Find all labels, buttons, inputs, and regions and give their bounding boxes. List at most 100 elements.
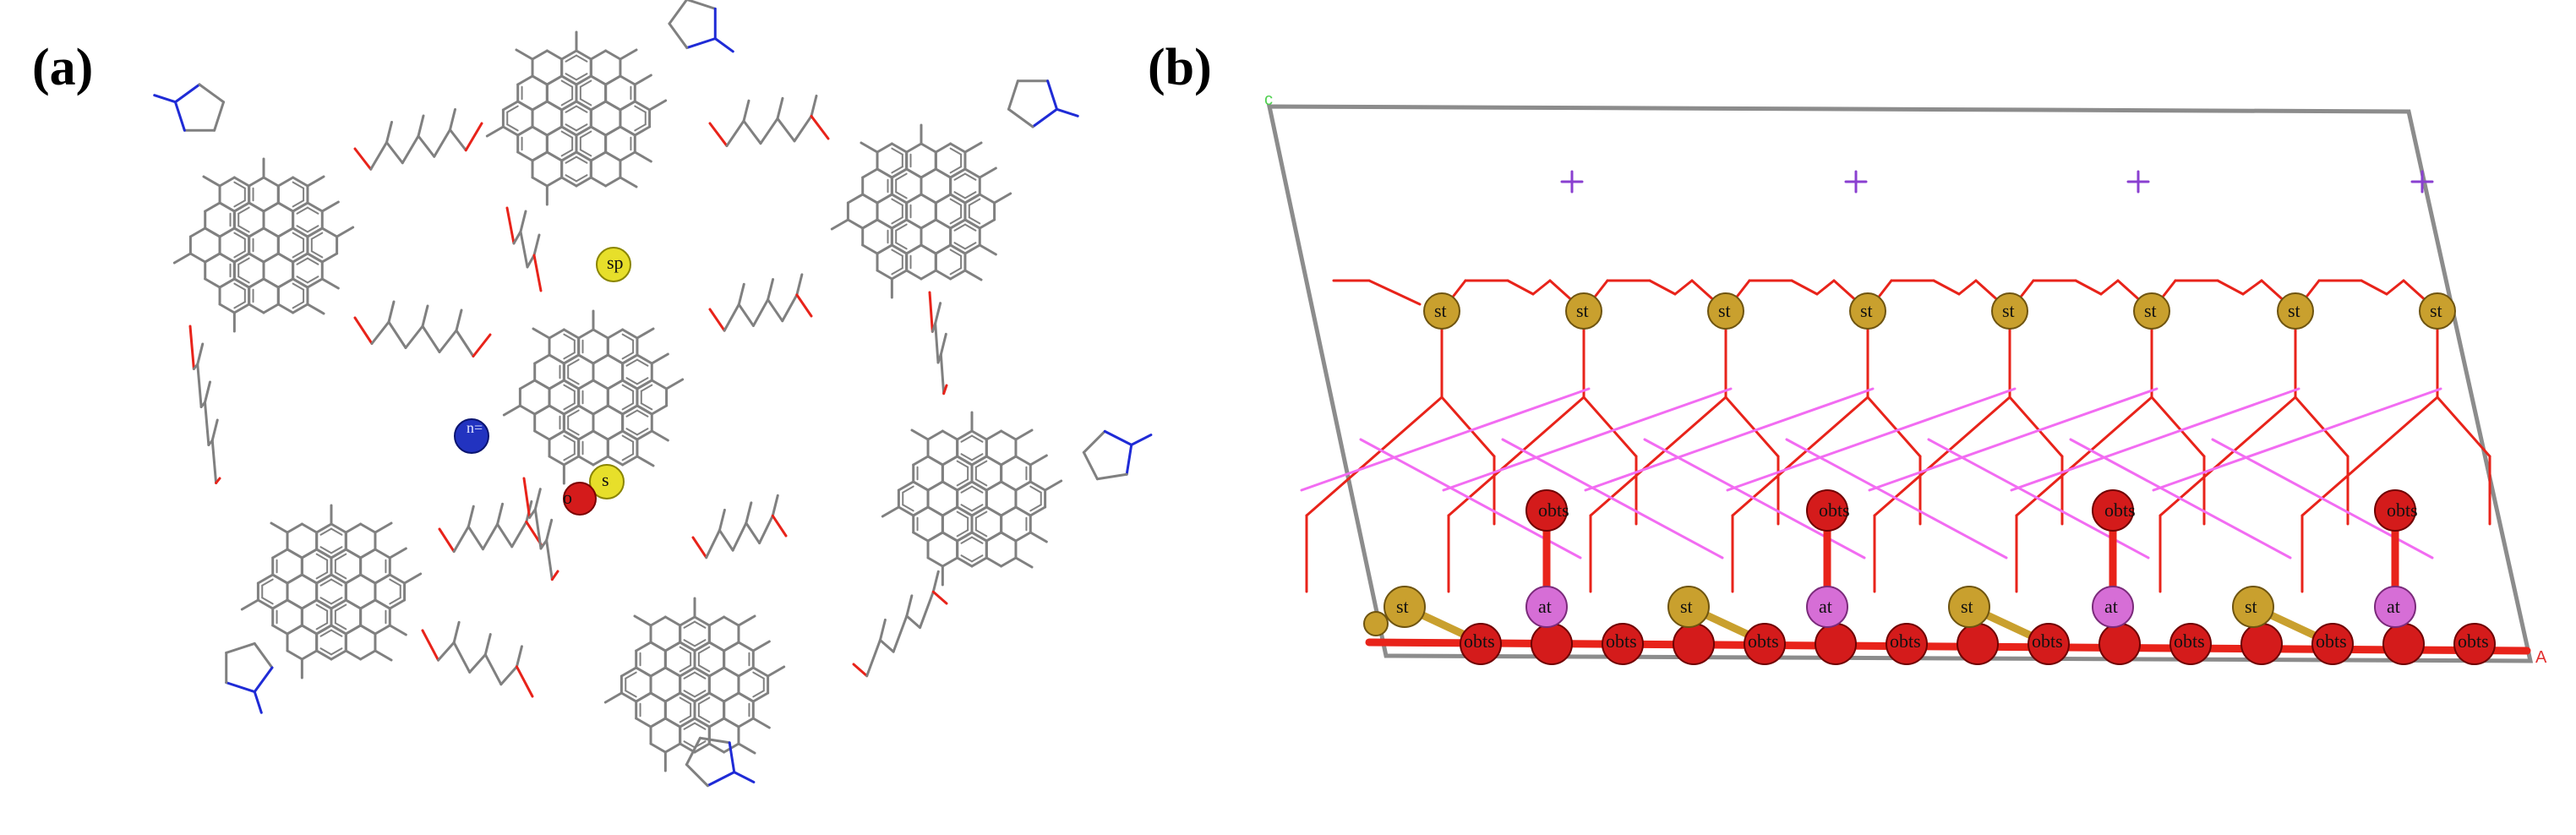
ring-bond: [926, 556, 944, 568]
pyrrole-bond: [685, 736, 701, 767]
methyl-stub: [636, 455, 655, 467]
ring-bond: [306, 201, 324, 213]
pyrrole-bond: [198, 83, 226, 104]
chain-bond: [776, 117, 796, 143]
ring-bond: [751, 691, 770, 703]
ring-bond: [890, 167, 909, 179]
ring-bond: [531, 150, 548, 162]
double-bond: [563, 402, 576, 411]
ring-bond: [575, 176, 592, 188]
double-bond: [902, 485, 914, 494]
methyl-stub: [636, 327, 655, 340]
ether-bond: [550, 570, 559, 581]
ring-bond: [344, 522, 363, 534]
ring-bond: [562, 455, 581, 467]
atom-label-st: st: [1434, 300, 1447, 321]
double-bond: [949, 166, 963, 174]
ring-bond: [501, 125, 520, 137]
branch-stub: [934, 302, 942, 325]
ring-bond: [344, 573, 363, 585]
double-bond: [683, 639, 696, 647]
ring-bond: [949, 218, 967, 230]
ring-bond: [985, 429, 1003, 441]
aluminum-atom: [2092, 586, 2134, 628]
oxygen-atom: [2240, 623, 2283, 665]
panel-b-label: (b): [1148, 39, 1212, 96]
double-bond: [565, 73, 577, 81]
ring-bond: [562, 328, 581, 340]
al-o-bond: [2069, 438, 2292, 559]
ring-bond: [650, 404, 669, 416]
ring-bond: [846, 193, 865, 205]
chain-bond: [369, 141, 388, 171]
double-bond: [233, 301, 246, 309]
ring-bond: [693, 691, 711, 703]
methyl-stub: [502, 404, 521, 417]
alkyl-chain: [708, 273, 813, 332]
alkyl-chain: [188, 325, 221, 484]
ring-bond: [232, 277, 251, 289]
double-bond: [625, 428, 638, 436]
ring-bond: [941, 531, 959, 543]
double-bond: [683, 671, 696, 679]
ring-bond: [545, 74, 564, 86]
ring-bond: [560, 100, 578, 112]
atom-label-obts: obts: [2032, 630, 2063, 652]
ring-bond: [256, 598, 275, 610]
double-bond: [334, 553, 347, 561]
ring-bond: [621, 379, 639, 390]
ether-bond: [515, 665, 534, 698]
double-bond: [330, 597, 343, 605]
double-bond: [960, 504, 973, 512]
interlayer-ions: [1560, 170, 2434, 194]
ring-bond: [737, 641, 755, 652]
pyrrole-bond: [1007, 107, 1034, 128]
double-bond: [953, 223, 966, 232]
oxygen-atom: [1531, 623, 1573, 665]
ring-bond: [286, 522, 303, 534]
double-bond: [625, 690, 637, 698]
ring-bond: [905, 193, 923, 205]
octa-o-bond: [2436, 396, 2491, 458]
chain-bond: [483, 653, 503, 686]
ring-bond: [344, 548, 363, 559]
ring-bond: [592, 353, 609, 365]
double-bond: [636, 377, 649, 385]
double-bond: [968, 198, 981, 206]
pyrrole-bond: [668, 0, 689, 25]
ring-bond: [592, 379, 609, 390]
methyl-stub: [1014, 428, 1034, 441]
double-bond: [679, 646, 692, 654]
double-bond: [621, 453, 635, 461]
o-bridge: [2385, 279, 2405, 296]
ether-bond: [708, 122, 729, 148]
ring-bond: [560, 49, 578, 61]
double-bond: [315, 553, 329, 561]
ring-bond: [548, 455, 565, 467]
ether-bond: [353, 147, 373, 171]
ring-bond: [707, 691, 726, 703]
double-bond: [315, 571, 329, 580]
branch-stub: [939, 332, 947, 356]
ring-bond: [970, 505, 988, 517]
double-bond: [971, 504, 984, 512]
double-bond: [579, 130, 592, 139]
ring-bond: [248, 226, 265, 238]
ring-bond: [330, 522, 347, 534]
ring-bond: [262, 201, 280, 213]
ring-bond: [315, 548, 333, 559]
double-bond: [640, 402, 653, 411]
ring-bond: [606, 429, 625, 441]
double-bond: [683, 690, 696, 698]
chain-bond: [742, 119, 762, 145]
methyl-stub: [603, 691, 623, 704]
graphene-flake: [240, 504, 423, 679]
ring-bond: [737, 691, 755, 703]
double-bond: [621, 384, 635, 392]
ring-bond: [693, 717, 711, 729]
octa-o-bond: [1866, 396, 1922, 458]
ring-bond: [300, 522, 319, 534]
double-bond: [963, 191, 977, 199]
chain-bond: [905, 614, 922, 630]
chain-bond: [512, 230, 522, 245]
